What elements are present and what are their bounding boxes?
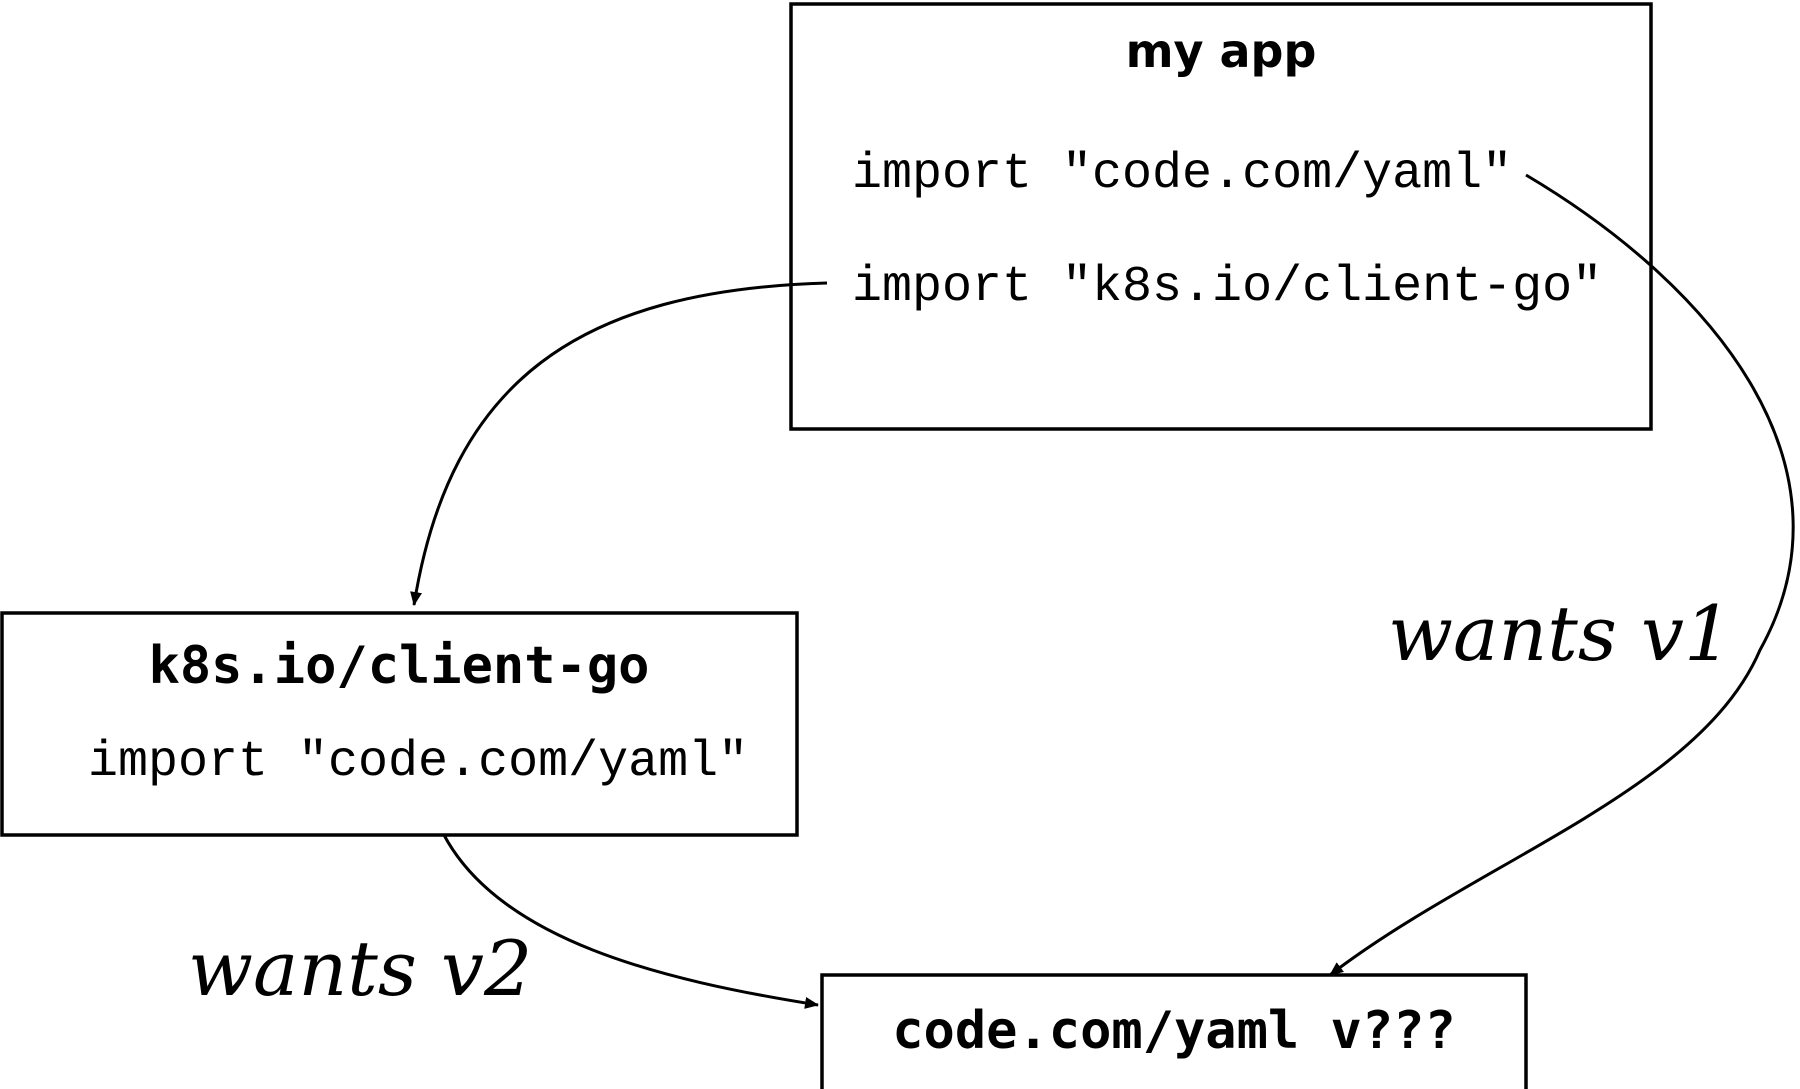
edge-label-wants-v1: wants v1 [1388, 589, 1732, 678]
edge-client-go-to-yaml [442, 834, 819, 1009]
my-app-import-client-go: import "k8s.io/client-go" [852, 259, 1602, 316]
my-app-box-frame [789, 2, 1653, 431]
edge-label-wants-v2: wants v2 [188, 924, 532, 1013]
yaml-box: code.com/yaml v??? [820, 973, 1528, 1089]
client-go-box-frame [0, 611, 799, 837]
my-app-title: my app [1126, 24, 1317, 78]
yaml-title: code.com/yaml v??? [892, 1001, 1456, 1061]
my-app-import-yaml: import "code.com/yaml" [852, 146, 1512, 203]
edge-app-to-client-go [410, 281, 828, 606]
client-go-box: k8s.io/client-go import "code.com/yaml" [0, 611, 799, 837]
client-go-import-yaml: import "code.com/yaml" [88, 734, 748, 791]
my-app-box: my app import "code.com/yaml" import "k8… [789, 2, 1653, 431]
edge-app-to-yaml [1329, 173, 1795, 977]
client-go-title: k8s.io/client-go [149, 636, 650, 696]
yaml-box-frame [820, 973, 1528, 1089]
